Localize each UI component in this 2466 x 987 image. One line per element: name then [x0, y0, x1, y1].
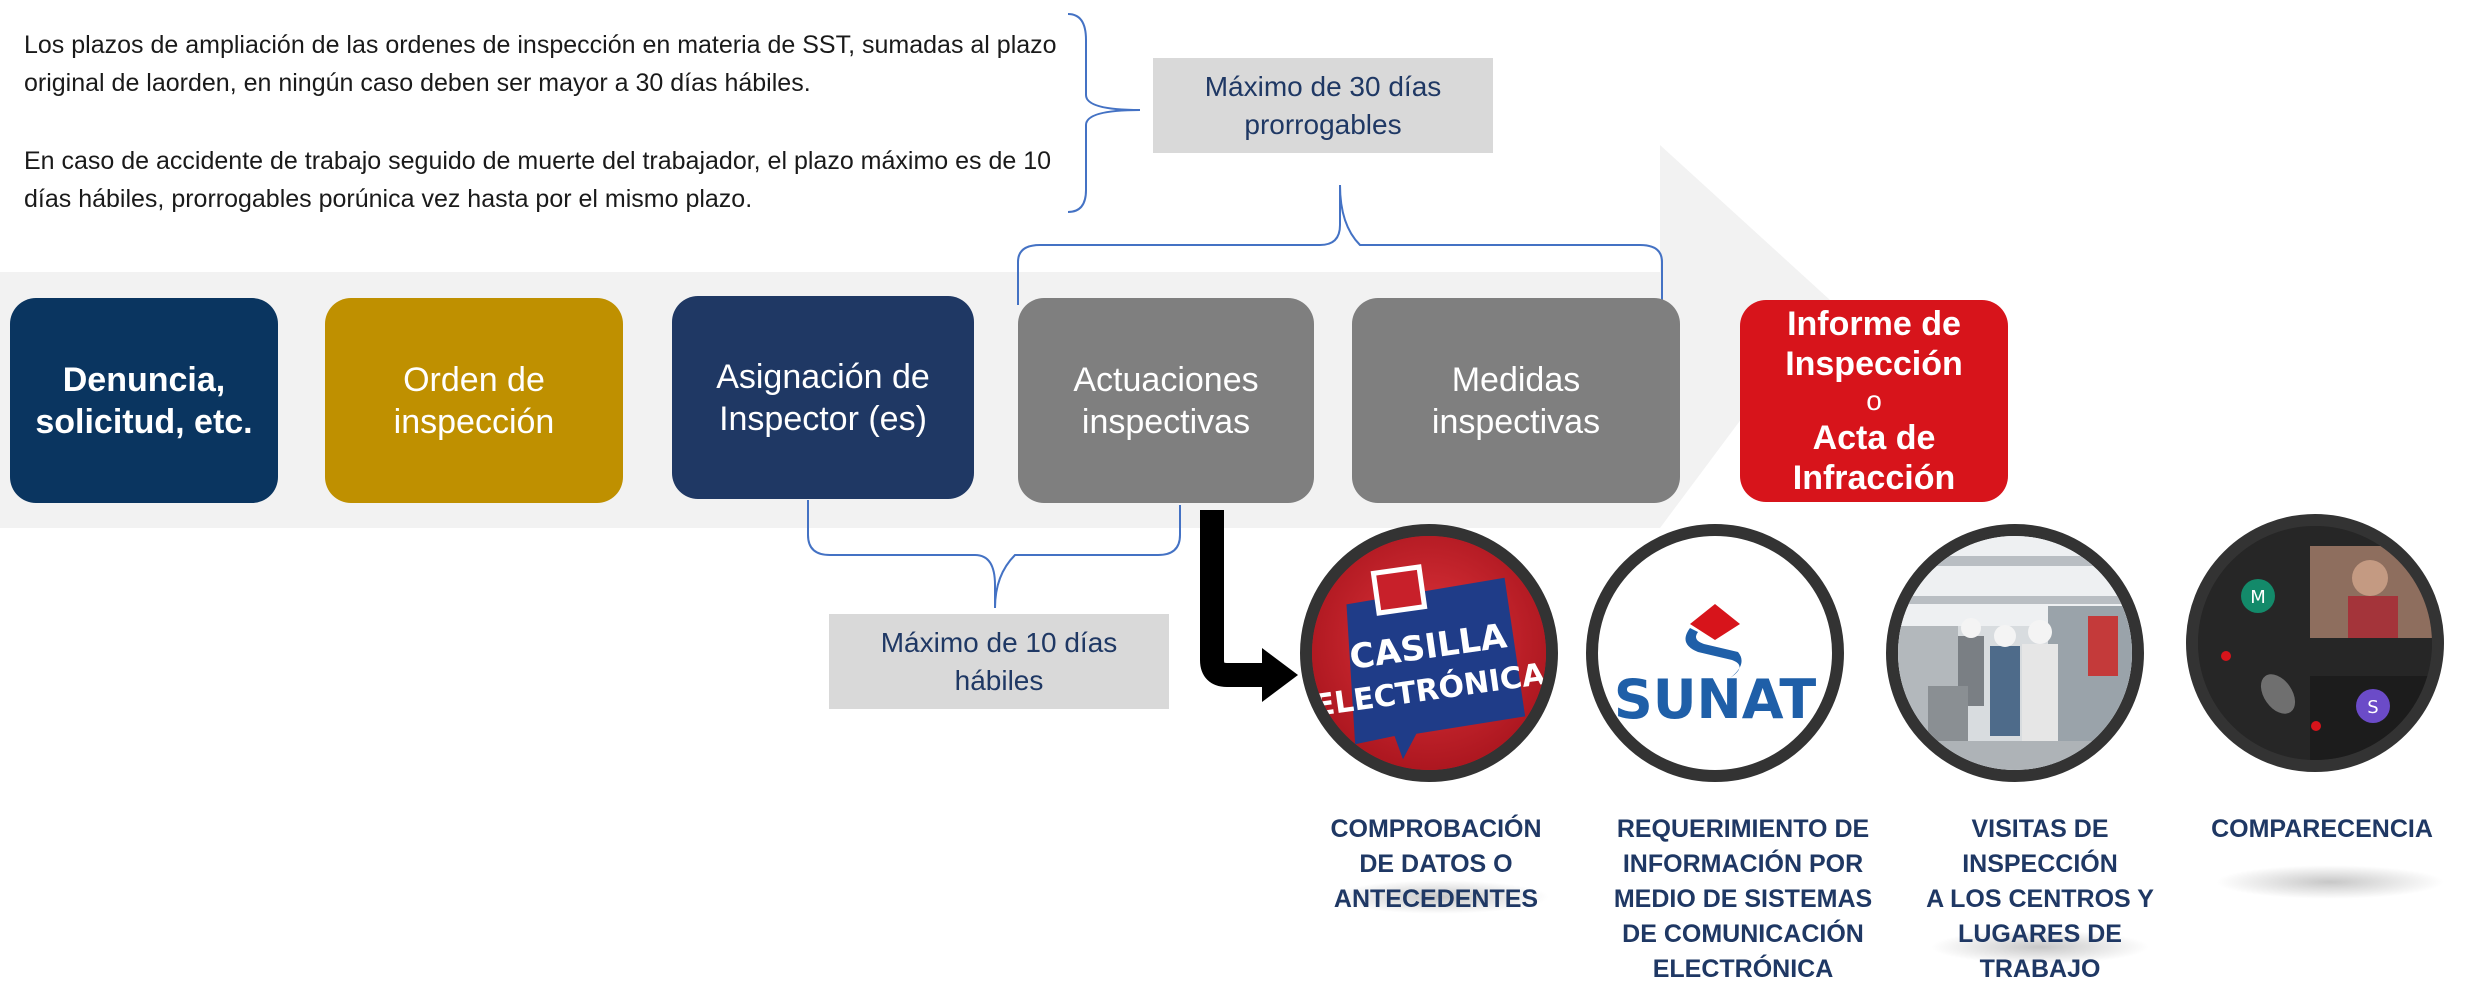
video-call-photo: M S	[2186, 514, 2444, 772]
inspection-photo-graphic	[1898, 536, 2132, 770]
caption-line: REQUERIMIENTO DE	[1616, 815, 1870, 843]
caption-line: TRABAJO	[1979, 955, 2101, 983]
casilla-logo-graphic: CASILLA ELECTRÓNICA	[1312, 536, 1546, 770]
max-30-days-label: Máximo de 30 días prorrogables	[1153, 58, 1493, 153]
step-medidas-line1: Medidas	[1451, 360, 1581, 399]
caption-line: ANTECEDENTES	[1333, 885, 1539, 913]
caption-visitas: VISITAS DE INSPECCIÓN A LOS CENTROS Y LU…	[1900, 812, 2180, 987]
step-asignacion-line1: Asignación de	[716, 357, 930, 396]
step-asignacion-inspector: Asignación de Inspector (es)	[672, 296, 974, 499]
step-denuncia-line1: Denuncia,	[62, 360, 226, 399]
step-orden-line1: Orden de	[403, 360, 545, 399]
caption-line: LUGARES DE	[1958, 920, 2122, 948]
caption-comparecencia: COMPARECENCIA	[2182, 812, 2462, 847]
caption-line: COMPROBACIÓN	[1330, 815, 1542, 843]
note-fatal-accident: En caso de accidente de trabajo seguido …	[24, 147, 1052, 213]
final-line3: o	[1866, 385, 1882, 416]
caption-line: COMPARECENCIA	[2211, 815, 2433, 843]
avatar-s: S	[2367, 697, 2378, 718]
caption-shadow	[2215, 865, 2445, 899]
caption-comprobacion: COMPROBACIÓN DE DATOS O ANTECEDENTES	[1296, 812, 1576, 917]
sunat-logo-graphic: SUNAT	[1614, 604, 1817, 731]
step-informe-acta: Informe de Inspección o Acta de Infracci…	[1740, 300, 2008, 502]
step-actuaciones-line1: Actuaciones	[1073, 360, 1259, 399]
step-denuncia-line2: solicitud, etc.	[35, 402, 253, 441]
max-10-days-label: Máximo de 10 días hábiles	[829, 614, 1169, 709]
caption-line: INSPECCIÓN	[1962, 850, 2118, 878]
avatar-m: M	[2250, 587, 2266, 608]
max10-line2: hábiles	[954, 664, 1044, 696]
max30-line1: Máximo de 30 días	[1204, 70, 1442, 102]
step-medidas-line2: inspectivas	[1431, 402, 1601, 441]
note-extension-limit: Los plazos de ampliación de las ordenes …	[24, 31, 1057, 97]
elbow-arrow	[1200, 510, 1262, 687]
final-line2: Inspección	[1785, 345, 1963, 383]
inspection-visit-photo	[1886, 524, 2144, 782]
notes-brace	[1067, 13, 1141, 213]
caption-line: INFORMACIÓN POR	[1622, 850, 1864, 878]
step-orden-inspeccion: Orden de inspección	[325, 298, 623, 503]
caption-line: MEDIO DE SISTEMAS	[1613, 885, 1873, 913]
caption-line: DE COMUNICACIÓN	[1622, 920, 1864, 948]
caption-requerimiento: REQUERIMIENTO DE INFORMACIÓN POR MEDIO D…	[1603, 812, 1883, 987]
max30-line2: prorrogables	[1244, 108, 1402, 140]
sunat-logo-text: SUNAT	[1614, 668, 1817, 731]
final-line1: Informe de	[1787, 305, 1961, 343]
sunat-logo: SUNAT	[1586, 524, 1844, 782]
caption-shadow	[1930, 930, 2150, 964]
step-medidas-inspectivas: Medidas inspectivas	[1352, 298, 1680, 503]
bottom-bracket	[807, 500, 1181, 609]
step-denuncia: Denuncia, solicitud, etc.	[10, 298, 278, 503]
caption-line: DE DATOS O	[1359, 850, 1513, 878]
video-call-graphic: M S	[2198, 526, 2432, 760]
final-line4: Acta de	[1812, 419, 1936, 457]
caption-line: ELECTRÓNICA	[1652, 955, 1834, 983]
casilla-electronica-logo: CASILLA ELECTRÓNICA	[1300, 524, 1558, 782]
step-asignacion-line2: Inspector (es)	[719, 399, 927, 438]
max10-line1: Máximo de 10 días	[880, 626, 1118, 658]
caption-shadow	[1330, 880, 1550, 914]
top-bracket	[1017, 184, 1663, 305]
caption-line: VISITAS DE	[1971, 815, 2109, 843]
step-orden-line2: inspección	[393, 402, 555, 441]
step-actuaciones-inspectivas: Actuaciones inspectivas	[1018, 298, 1314, 503]
step-actuaciones-line2: inspectivas	[1081, 402, 1251, 441]
final-line5: Infracción	[1792, 459, 1956, 497]
caption-line: A LOS CENTROS Y	[1926, 885, 2154, 913]
